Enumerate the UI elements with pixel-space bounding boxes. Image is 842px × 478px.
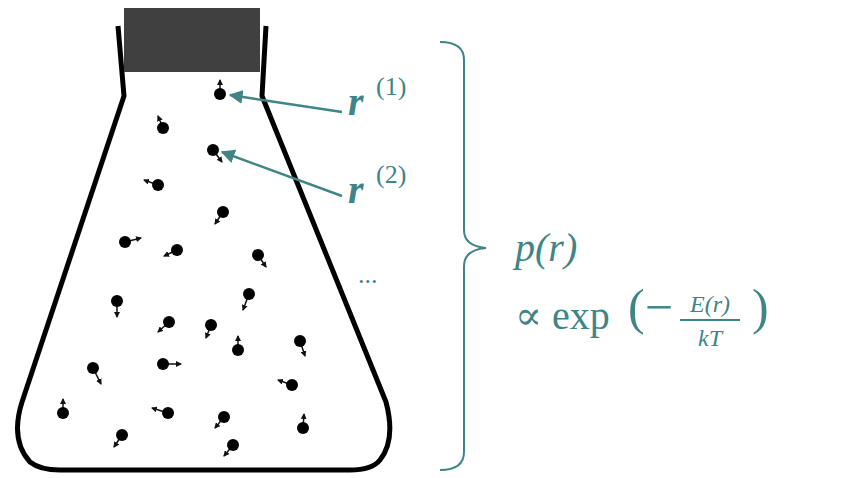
formula-denominator: kT: [698, 326, 722, 350]
superscript-index: (2): [376, 162, 406, 188]
fraction-bar: [680, 319, 740, 321]
brace: [440, 42, 486, 470]
flask-outline: [18, 26, 390, 470]
velocity-arrows: [63, 80, 305, 456]
superscript-index: (1): [376, 74, 406, 100]
formula-paren: ): [752, 282, 769, 332]
vector-symbol: r: [348, 82, 364, 122]
vector-symbol: r: [348, 170, 364, 210]
formula-numerator: E(r): [690, 292, 730, 316]
formula-term: p(r): [515, 228, 577, 268]
formula-paren: (−: [628, 282, 673, 332]
leader-arrows: [222, 95, 342, 196]
flask-stopper: [124, 8, 260, 72]
particles: [57, 88, 309, 451]
ellipsis: ...: [358, 262, 378, 288]
formula-term: ∝ exp: [515, 296, 610, 336]
